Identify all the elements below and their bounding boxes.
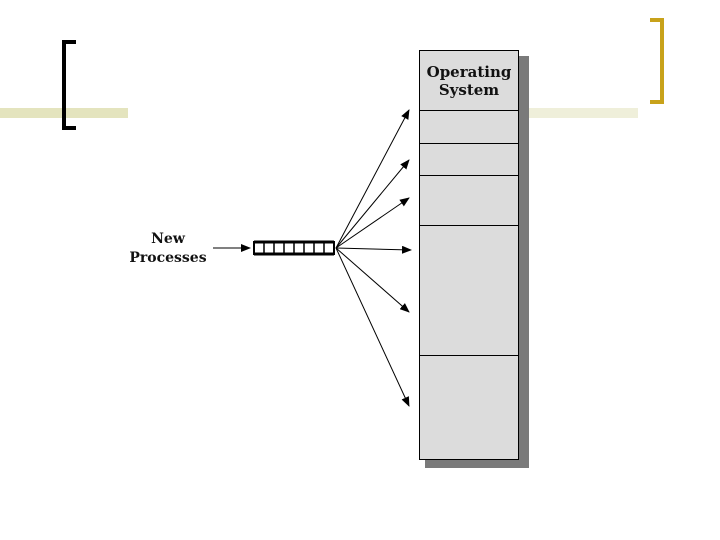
arrow-to-partition-3 — [335, 197, 410, 249]
os-label-line2: System — [438, 80, 500, 99]
process-queue — [253, 240, 335, 256]
bracket-left-decoration — [62, 40, 76, 130]
new-processes-line2: Processes — [129, 250, 207, 266]
new-processes-label: New Processes — [128, 230, 208, 268]
arrow-to-partition-4 — [335, 245, 412, 254]
operating-system-partition: Operating System — [420, 51, 518, 111]
os-label-line1: Operating — [426, 62, 512, 81]
new-processes-line1: New — [151, 231, 185, 247]
partition-divider — [420, 225, 518, 226]
partition-divider — [420, 143, 518, 144]
partition-divider — [420, 175, 518, 176]
arrow-to-partition-1 — [335, 109, 410, 249]
partition-divider — [420, 355, 518, 356]
arrow-to-partition-5 — [335, 247, 410, 313]
arrow-to-partition-2 — [335, 159, 410, 249]
bracket-right-decoration — [650, 18, 664, 104]
arrow-to-partition-6 — [335, 247, 410, 407]
accent-band-right — [528, 108, 638, 118]
memory-column: Operating System — [419, 50, 519, 460]
